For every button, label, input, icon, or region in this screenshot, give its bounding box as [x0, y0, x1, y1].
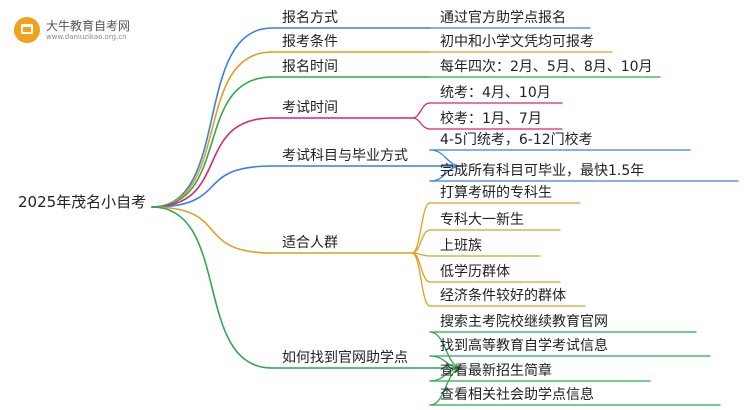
branch-connector: [151, 165, 273, 208]
root-topic: 2025年茂名小自考: [18, 193, 147, 211]
branch-connector: [151, 117, 273, 208]
leaf-label: 每年四次：2月、5月、8月、10月: [440, 59, 653, 75]
branch-label: 报名时间: [282, 59, 338, 75]
branch-connector: [151, 206, 273, 369]
leaf-connector: [411, 229, 431, 254]
book-badge-icon: [14, 17, 40, 43]
leaf-label: 找到高等教育自学考试信息: [440, 338, 608, 354]
leaf-connector: [411, 252, 431, 307]
leaf-label: 完成所有科目可毕业，最快1.5年: [440, 163, 645, 179]
leaf-label: 上班族: [440, 238, 482, 254]
leaf-label: 搜索主考院校继续教育官网: [440, 314, 608, 330]
leaf-connector: [429, 331, 463, 369]
site-logo: 大牛教育自考网 www.daniuzikao.org.cn: [14, 15, 174, 45]
branch-label: 考试科目与毕业方式: [282, 148, 408, 164]
branch-label: 报考条件: [282, 34, 338, 50]
leaf-label: 通过官方助学点报名: [440, 10, 566, 26]
leaf-label: 4-5门统考，6-12门校考: [440, 132, 593, 148]
branch-label: 如何找到官网助学点: [282, 350, 408, 366]
leaf-connector: [429, 367, 463, 406]
leaf-label: 经济条件较好的群体: [440, 288, 566, 304]
leaf-connector: [411, 202, 431, 254]
logo-title: 大牛教育自考网: [46, 19, 131, 33]
branch-connector: [151, 27, 273, 208]
leaf-label: 校考：1月、7月: [440, 111, 542, 127]
branch-label: 适合人群: [282, 235, 338, 251]
branch-connector: [151, 76, 273, 208]
leaf-label: 打算考研的专科生: [440, 185, 552, 201]
leaf-label: 初中和小学文凭均可报考: [440, 34, 594, 50]
logo-url: www.daniuzikao.org.cn: [46, 33, 127, 41]
leaf-label: 统考：4月、10月: [440, 85, 551, 101]
branch-connector: [151, 51, 273, 208]
branch-label: 报名方式: [282, 10, 338, 26]
branch-label: 考试时间: [282, 100, 338, 116]
leaf-label: 专科大一新生: [440, 212, 524, 228]
leaf-label: 查看相关社会助学点信息: [440, 387, 594, 403]
branch-connector: [151, 206, 273, 254]
leaf-connector: [411, 117, 431, 130]
leaf-label: 低学历群体: [440, 264, 510, 280]
leaf-connector: [411, 102, 431, 119]
leaf-label: 查看最新招生简章: [440, 363, 552, 379]
